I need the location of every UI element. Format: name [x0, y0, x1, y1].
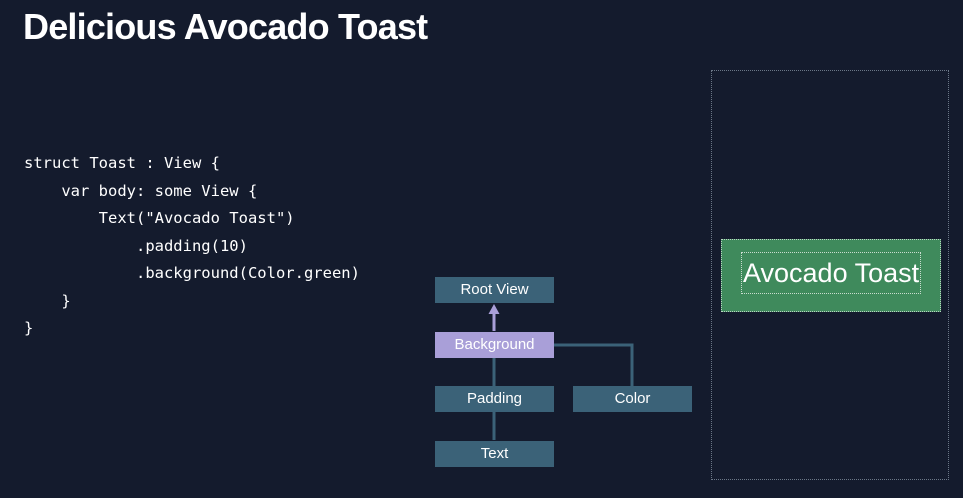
- code-line: }: [24, 291, 71, 310]
- node-padding: Padding: [435, 386, 554, 412]
- code-line: struct Toast : View {: [24, 154, 220, 172]
- toast-preview: Avocado Toast: [721, 239, 941, 312]
- preview-canvas: [711, 70, 949, 480]
- code-line: Text("Avocado Toast"): [24, 209, 295, 227]
- code-block: struct Toast : View { var body: some Vie…: [24, 150, 360, 343]
- toast-label: Avocado Toast: [741, 252, 922, 294]
- code-line: }: [24, 319, 34, 337]
- node-root-view: Root View: [435, 277, 554, 303]
- node-text: Text: [435, 441, 554, 467]
- code-line: var body: some View {: [24, 181, 258, 200]
- arrowhead-icon: [488, 304, 500, 314]
- slide-title: Delicious Avocado Toast: [23, 6, 428, 47]
- node-color: Color: [573, 386, 692, 412]
- node-background: Background: [435, 332, 554, 358]
- code-line: .padding(10): [24, 236, 248, 255]
- connector-color-to-background: [554, 343, 634, 386]
- code-line: .background(Color.green): [24, 264, 360, 282]
